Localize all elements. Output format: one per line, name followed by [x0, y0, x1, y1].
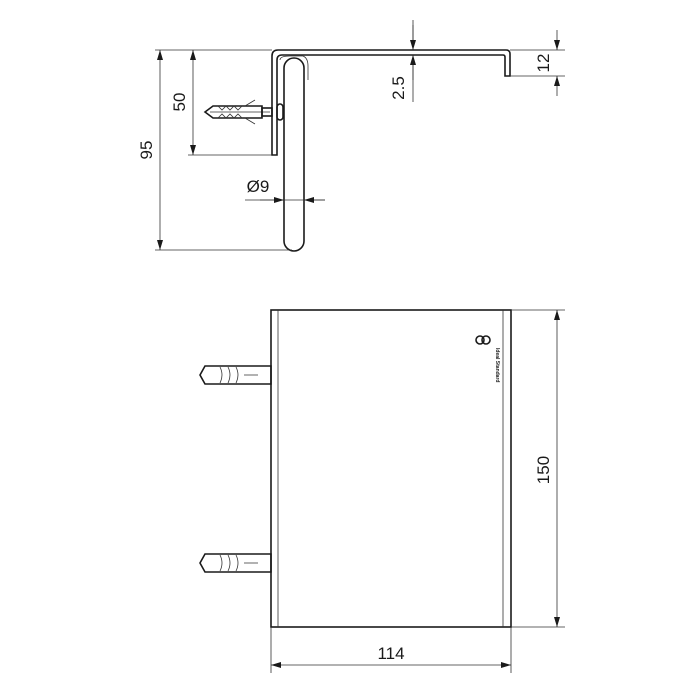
dim-50: 50 [170, 93, 189, 112]
svg-text:Ideal Standard: Ideal Standard [494, 348, 500, 382]
wall-dowel-top [199, 365, 272, 385]
wall-dowel [203, 99, 284, 125]
dim-12: 12 [534, 54, 553, 73]
rod [283, 57, 305, 252]
bracket-profile [271, 49, 511, 156]
front-view: Ideal Standard 150 114 [199, 309, 565, 673]
dim-95: 95 [137, 141, 156, 160]
dim-114: 114 [377, 644, 404, 663]
dim-150: 150 [534, 456, 553, 484]
ideal-standard-logo: Ideal Standard [475, 335, 500, 382]
dim-2-5: 2.5 [389, 76, 408, 100]
dim-diameter: Ø9 [247, 177, 270, 196]
wall-dowel-bottom [199, 553, 272, 573]
holder-body [270, 309, 512, 628]
side-view: 95 50 2.5 12 Ø9 [137, 20, 565, 252]
rod-cap [279, 55, 309, 80]
